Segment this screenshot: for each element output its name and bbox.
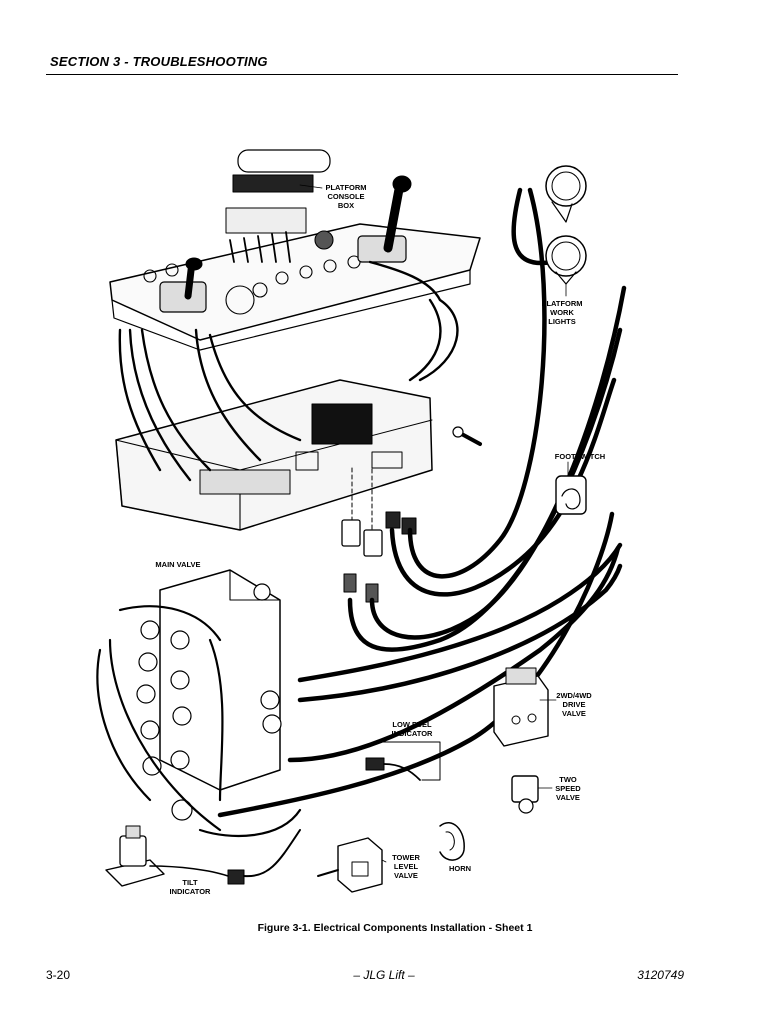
header-rule — [46, 74, 678, 75]
svg-text:INDICATOR: INDICATOR — [170, 887, 212, 896]
platform-work-lights — [545, 165, 587, 285]
svg-text:LEVEL: LEVEL — [394, 862, 419, 871]
main-valve — [96, 569, 302, 838]
drive-valve — [493, 667, 549, 747]
figure-caption-text: Figure 3-1. Electrical Components Instal… — [257, 922, 533, 934]
svg-text:BOX: BOX — [338, 201, 354, 210]
label-tower-level-valve: TOWER — [392, 853, 420, 862]
svg-text:WORK: WORK — [550, 308, 574, 317]
section-header: SECTION 3 - TROUBLESHOOTING — [50, 54, 268, 69]
svg-text:VALVE: VALVE — [556, 793, 580, 802]
svg-text:CONSOLE: CONSOLE — [327, 192, 364, 201]
svg-text:VALVE: VALVE — [394, 871, 418, 880]
platform-console-box — [109, 149, 482, 603]
document-number: 3120749 — [637, 968, 684, 982]
low-fuel-indicator — [365, 741, 441, 781]
svg-text:VALVE: VALVE — [562, 709, 586, 718]
label-main-valve: MAIN VALVE — [155, 560, 200, 569]
footswitch — [555, 475, 587, 515]
figure-caption: Figure 3-1. Electrical Components Instal… — [0, 922, 768, 934]
label-footswitch: FOOTSWITCH — [555, 452, 605, 461]
svg-text:SPEED: SPEED — [555, 784, 581, 793]
horn — [439, 821, 465, 861]
footer-title: – JLG Lift – — [353, 968, 415, 982]
tower-level-valve — [317, 837, 383, 893]
label-tilt-indicator: TILT — [182, 878, 198, 887]
label-platform-console: PLATFORM — [325, 183, 366, 192]
page-number: 3-20 — [46, 968, 71, 982]
two-speed-valve — [511, 775, 539, 814]
tilt-indicator — [105, 825, 301, 887]
svg-text:INDICATOR: INDICATOR — [392, 729, 434, 738]
label-low-fuel-indicator: LOW FUEL — [392, 720, 432, 729]
label-drive-valve: 2WD/4WD — [556, 691, 592, 700]
label-platform-work-lights: PLATFORM — [541, 299, 582, 308]
svg-text:LIGHTS: LIGHTS — [548, 317, 576, 326]
svg-text:DRIVE: DRIVE — [563, 700, 586, 709]
label-horn: HORN — [449, 864, 471, 873]
label-two-speed-valve: TWO — [559, 775, 577, 784]
